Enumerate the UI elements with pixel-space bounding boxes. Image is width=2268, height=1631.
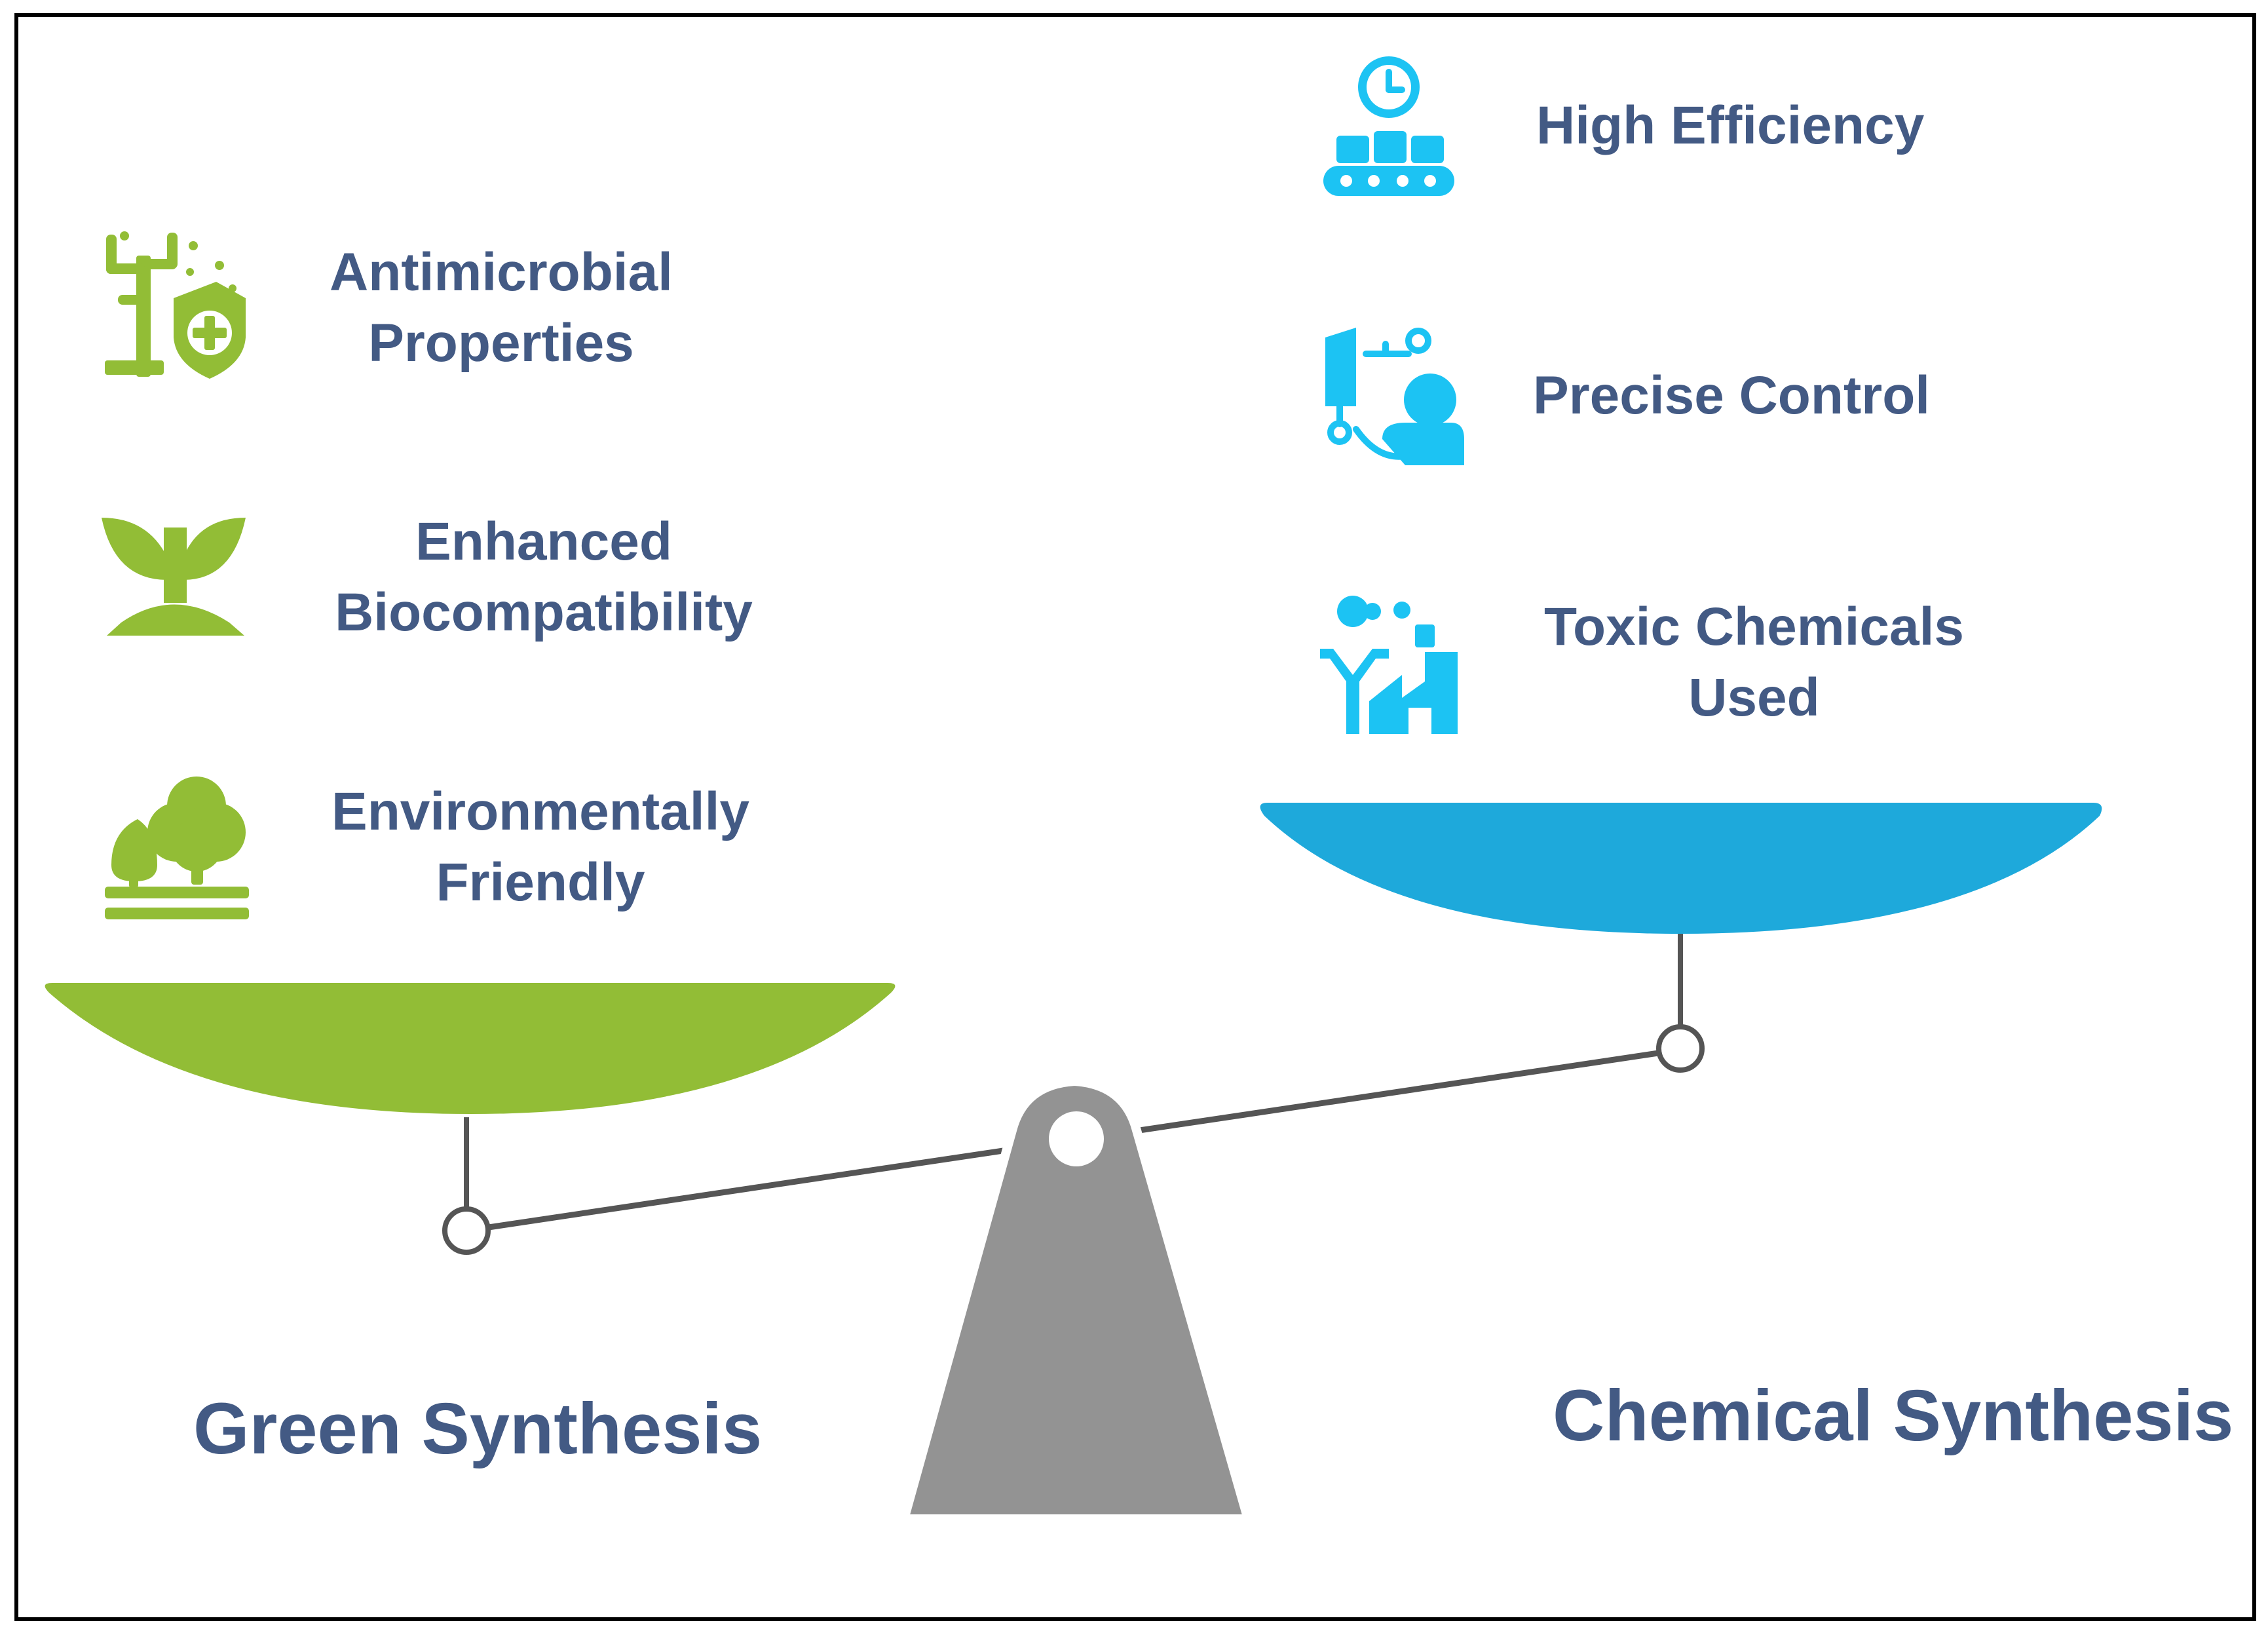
item-label-line: Enhanced <box>415 512 672 571</box>
factory-pollution-icon <box>1320 596 1458 734</box>
item-label-line: High Efficiency <box>1536 96 1925 155</box>
item-label-line: Biocompatibility <box>335 583 753 643</box>
right-item-high-efficiency: High Efficiency <box>1536 90 1924 161</box>
scale-fulcrum <box>899 1077 1253 1524</box>
right-pivot <box>1656 1024 1705 1073</box>
item-label-line: Environmentally <box>331 782 749 841</box>
robot-arm-operator-icon <box>1325 328 1464 465</box>
item-label-line: Toxic Chemicals <box>1543 597 1965 657</box>
left-pivot <box>442 1206 491 1255</box>
left-pan-green <box>45 983 896 1114</box>
left-item-antimicrobial: Antimicrobial Properties <box>308 237 694 379</box>
item-label-line: Antimicrobial <box>330 242 673 302</box>
item-label-line: Properties <box>368 313 634 374</box>
item-label-line: Friendly <box>436 853 645 913</box>
sprout-icon <box>102 518 246 636</box>
conveyor-clock-icon <box>1323 56 1454 196</box>
item-label-line: Precise Control <box>1533 366 1931 425</box>
green-synthesis-title: Green Synthesis <box>193 1389 763 1469</box>
plant-shield-icon <box>105 231 246 379</box>
trees-icon <box>105 777 249 919</box>
item-label-line: Used <box>1688 668 1820 728</box>
left-item-environmentally-friendly: Environmentally Friendly <box>314 777 766 918</box>
right-pan-blue <box>1260 803 2102 934</box>
left-item-biocompatibility: Enhanced Biocompatibility <box>314 507 773 648</box>
right-item-toxic-chemicals: Toxic Chemicals Used <box>1526 592 1982 733</box>
fulcrum-pivot-hole <box>1049 1111 1104 1166</box>
chemical-synthesis-title: Chemical Synthesis <box>1553 1375 2234 1456</box>
right-item-precise-control: Precise Control <box>1533 360 1930 431</box>
